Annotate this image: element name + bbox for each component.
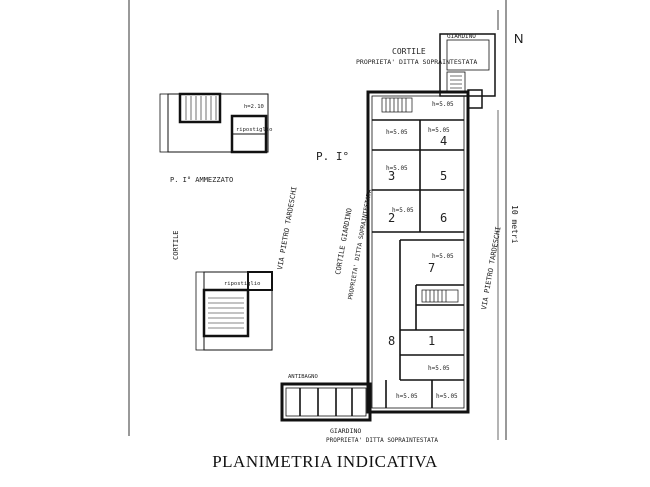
main-building	[280, 89, 483, 422]
label-ripostiglio-a: ripostiglio	[236, 127, 272, 133]
label-h-room-7: h=5.05	[428, 365, 450, 372]
label-proprieta-side: PROPRIETA' DITTA SOPRAINTESTATA	[347, 188, 373, 300]
lower-left-detail	[195, 271, 273, 351]
svg-text:1: 1	[428, 334, 435, 348]
svg-text:8: 8	[388, 334, 395, 348]
label-via-left: VIA PIETRO TARDESCHI	[276, 186, 299, 270]
label-proprieta-top: PROPRIETA' DITTA SOPRAINTESTATA	[356, 58, 477, 66]
svg-text:6: 6	[440, 211, 447, 225]
label-ripostiglio-b: ripostiglio	[224, 281, 260, 287]
page-title: PLANIMETRIA INDICATIVA	[212, 452, 438, 471]
main-stairs	[381, 97, 459, 303]
svg-text:7: 7	[428, 261, 435, 275]
label-h-room-6: h=5.05	[432, 253, 454, 260]
label-h-room-9: h=5.05	[396, 393, 418, 400]
label-antibagno: ANTIBAGNO	[288, 374, 318, 380]
label-h-room-3: h=5.05	[386, 129, 408, 136]
label-cortile-top: CORTILE	[392, 47, 426, 56]
label-proprieta-bottom: PROPRIETA' DITTA SOPRAINTESTATA	[326, 437, 438, 444]
room-number-marks: 4 3 5 2 6 7 1 8	[388, 134, 447, 348]
label-h-room-1: h=5.05	[432, 101, 454, 108]
label-h-room-5: h=5.05	[392, 207, 414, 214]
label-h-ammezzato: h=2.10	[244, 104, 264, 110]
label-via-right: VIA PIETRO TARDESCHI	[480, 226, 503, 310]
svg-text:4: 4	[440, 134, 447, 148]
label-h-room-2: h=5.05	[428, 127, 450, 134]
svg-text:3: 3	[388, 169, 395, 183]
label-ammezzato: P. I° AMMEZZATO	[170, 176, 233, 184]
svg-text:5: 5	[440, 169, 447, 183]
label-cortile-giardino: CORTILE GIARDINO	[334, 208, 354, 276]
ammezzato-detail	[159, 92, 269, 154]
label-giardino-top: GIARDINO	[447, 33, 476, 40]
label-scale: 10 metri	[510, 205, 519, 244]
label-piano: P. I°	[316, 150, 349, 163]
label-giardino-bottom: GIARDINO	[330, 427, 361, 435]
label-h-room-4: h=5.05	[386, 165, 408, 172]
partitions	[299, 119, 464, 416]
label-h-room-8: h=5.05	[436, 393, 458, 400]
svg-text:2: 2	[388, 211, 395, 225]
north-indicator: N	[514, 31, 524, 46]
label-cortile-left: CORTILE	[172, 230, 180, 260]
